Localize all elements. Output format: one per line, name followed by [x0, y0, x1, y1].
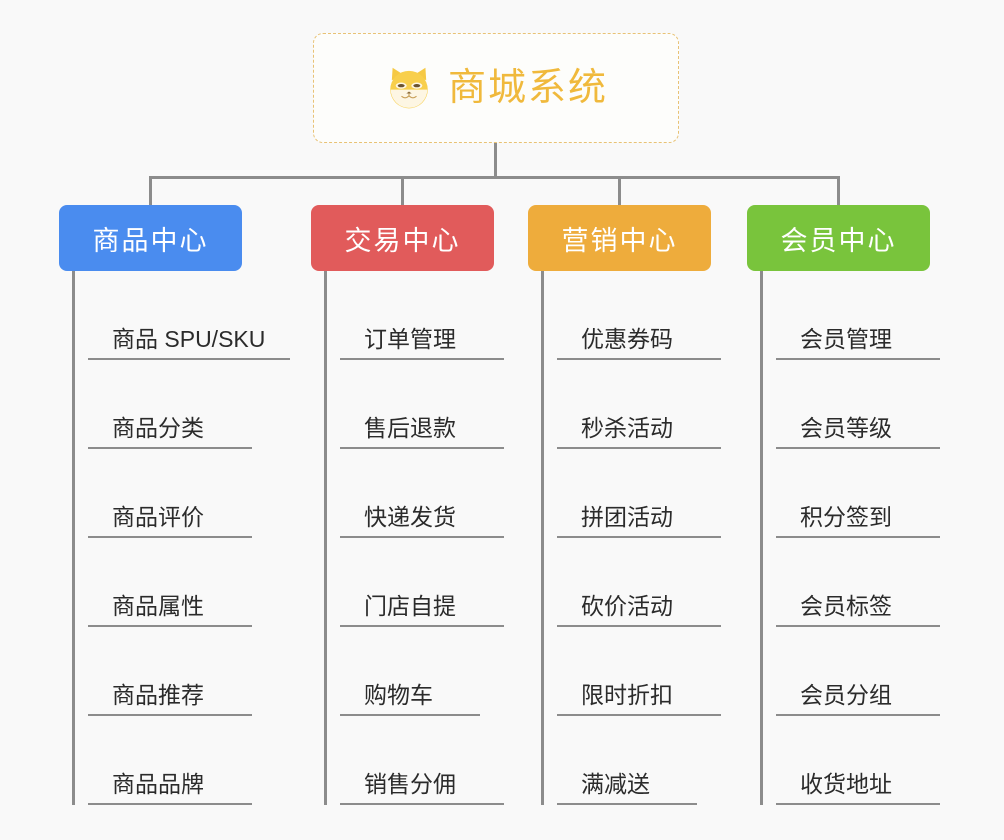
list-item[interactable]: 售后退款 — [340, 360, 504, 449]
connector-drop-1 — [149, 176, 152, 207]
root-node-shopping-system[interactable]: 商城系统 — [313, 33, 679, 143]
list-item[interactable]: 销售分佣 — [340, 716, 504, 805]
list-item[interactable]: 商品评价 — [88, 449, 252, 538]
list-item-label: 商品分类 — [112, 415, 204, 442]
column-trade-center: 交易中心 订单管理 售后退款 快递发货 门店自提 购物车 销售分佣 — [311, 205, 539, 805]
list-item-label: 收货地址 — [800, 771, 892, 798]
list-item[interactable]: 商品属性 — [88, 538, 252, 627]
list-item-label: 快递发货 — [364, 504, 456, 531]
list-item[interactable]: 满减送 — [557, 716, 697, 805]
list-item-label: 限时折扣 — [581, 682, 673, 709]
list-item[interactable]: 收货地址 — [776, 716, 940, 805]
category-box-product-center[interactable]: 商品中心 — [59, 205, 242, 271]
list-item-label: 订单管理 — [364, 326, 456, 353]
list-item[interactable]: 砍价活动 — [557, 538, 721, 627]
list-item-label: 会员标签 — [800, 593, 892, 620]
list-item[interactable]: 商品 SPU/SKU — [88, 271, 290, 360]
shiba-dog-icon — [390, 67, 428, 109]
list-item-label: 售后退款 — [364, 415, 456, 442]
list-item-label: 门店自提 — [364, 593, 456, 620]
list-item[interactable]: 商品分类 — [88, 360, 252, 449]
list-item-label: 商品属性 — [112, 593, 204, 620]
category-label: 商品中心 — [92, 225, 209, 256]
connector-drop-3 — [618, 176, 621, 207]
list-item[interactable]: 积分签到 — [776, 449, 940, 538]
category-label: 会员中心 — [780, 225, 897, 256]
connector-horizontal-bus — [149, 176, 840, 179]
list-item[interactable]: 会员标签 — [776, 538, 940, 627]
child-list-trade-center: 订单管理 售后退款 快递发货 门店自提 购物车 销售分佣 — [324, 271, 539, 805]
list-item[interactable]: 拼团活动 — [557, 449, 721, 538]
child-list-product-center: 商品 SPU/SKU 商品分类 商品评价 商品属性 商品推荐 商品品牌 — [72, 271, 290, 805]
column-product-center: 商品中心 商品 SPU/SKU 商品分类 商品评价 商品属性 商品推荐 商品品牌 — [59, 205, 290, 805]
list-item-label: 商品推荐 — [112, 682, 204, 709]
list-item[interactable]: 会员分组 — [776, 627, 940, 716]
child-list-marketing-center: 优惠券码 秒杀活动 拼团活动 砍价活动 限时折扣 满减送 — [541, 271, 756, 805]
list-item[interactable]: 会员管理 — [776, 271, 940, 360]
list-item[interactable]: 购物车 — [340, 627, 480, 716]
category-box-marketing-center[interactable]: 营销中心 — [528, 205, 711, 271]
category-label: 营销中心 — [561, 225, 678, 256]
list-item[interactable]: 秒杀活动 — [557, 360, 721, 449]
list-item[interactable]: 订单管理 — [340, 271, 504, 360]
list-item[interactable]: 快递发货 — [340, 449, 504, 538]
list-item-label: 砍价活动 — [581, 593, 673, 620]
list-item-label: 满减送 — [581, 771, 650, 798]
list-item[interactable]: 门店自提 — [340, 538, 504, 627]
category-box-member-center[interactable]: 会员中心 — [747, 205, 930, 271]
list-item[interactable]: 优惠券码 — [557, 271, 721, 360]
list-item-label: 购物车 — [364, 682, 433, 709]
connector-root-stem — [494, 143, 497, 178]
list-item-label: 优惠券码 — [581, 326, 673, 353]
list-item[interactable]: 限时折扣 — [557, 627, 721, 716]
child-list-member-center: 会员管理 会员等级 积分签到 会员标签 会员分组 收货地址 — [760, 271, 975, 805]
list-item-label: 商品品牌 — [112, 771, 204, 798]
list-item-label: 拼团活动 — [581, 504, 673, 531]
list-item-label: 商品 SPU/SKU — [112, 326, 266, 353]
list-item-label: 会员等级 — [800, 415, 892, 442]
list-item[interactable]: 会员等级 — [776, 360, 940, 449]
list-item-label: 秒杀活动 — [581, 415, 673, 442]
list-item-label: 会员管理 — [800, 326, 892, 353]
column-marketing-center: 营销中心 优惠券码 秒杀活动 拼团活动 砍价活动 限时折扣 满减送 — [528, 205, 756, 805]
connector-drop-2 — [401, 176, 404, 207]
root-node-title: 商城系统 — [447, 67, 608, 109]
list-item-label: 积分签到 — [800, 504, 892, 531]
list-item[interactable]: 商品推荐 — [88, 627, 252, 716]
column-member-center: 会员中心 会员管理 会员等级 积分签到 会员标签 会员分组 收货地址 — [747, 205, 975, 805]
category-box-trade-center[interactable]: 交易中心 — [311, 205, 494, 271]
list-item-label: 会员分组 — [800, 682, 892, 709]
connector-drop-4 — [837, 176, 840, 207]
category-label: 交易中心 — [344, 225, 461, 256]
list-item[interactable]: 商品品牌 — [88, 716, 252, 805]
list-item-label: 商品评价 — [112, 504, 204, 531]
list-item-label: 销售分佣 — [364, 771, 456, 798]
